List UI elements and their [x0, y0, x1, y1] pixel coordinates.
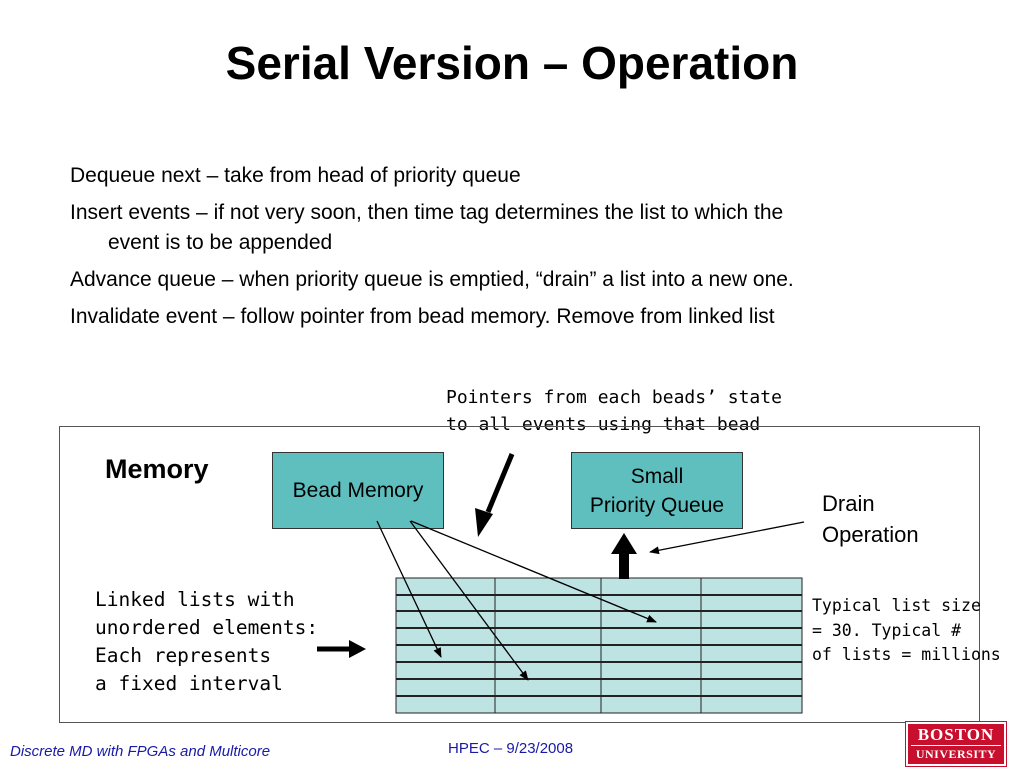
linked-line: Linked lists with	[95, 588, 295, 611]
bullet-invalidate: Invalidate event – follow pointer from b…	[70, 302, 970, 332]
bullet-text: Advance queue – when priority queue is e…	[70, 268, 794, 291]
linked-lists-arrow	[317, 640, 366, 658]
typical-line: of lists = millions	[812, 645, 1001, 664]
priority-queue-label: Priority Queue	[589, 493, 725, 517]
boston-university-logo: BOSTON UNIVERSITY	[905, 721, 1007, 767]
logo-line: BOSTON	[911, 725, 1001, 746]
typical-size-note: Typical list size = 30. Typical # of lis…	[812, 594, 1001, 668]
drain-label-arrow	[649, 521, 805, 555]
linked-lists-note: Linked lists with unordered elements: Ea…	[95, 586, 318, 698]
linked-line: Each represents	[95, 644, 272, 667]
drain-arrow	[611, 533, 637, 579]
logo-line: UNIVERSITY	[915, 747, 997, 761]
bead-memory-box: Bead Memory	[272, 452, 444, 529]
bullet-insert: Insert events – if not very soon, then t…	[70, 198, 970, 258]
drain-line: Drain	[822, 491, 875, 516]
bullet-text: Dequeue next – take from head of priorit…	[70, 164, 521, 187]
pointer-arrow	[409, 520, 529, 681]
typical-line: Typical list size	[812, 596, 981, 615]
bullet-dequeue: Dequeue next – take from head of priorit…	[70, 161, 970, 191]
bullet-text: Invalidate event – follow pointer from b…	[70, 305, 775, 328]
bullet-text: Insert events – if not very soon, then t…	[70, 201, 784, 224]
bullet-advance: Advance queue – when priority queue is e…	[70, 265, 970, 295]
priority-queue-box: Small Priority Queue	[571, 452, 743, 529]
linked-line: a fixed interval	[95, 672, 283, 695]
footer-course-title: Discrete MD with FPGAs and Multicore	[10, 743, 271, 760]
linked-list-grid	[395, 577, 803, 714]
priority-queue-label: Small	[630, 464, 684, 488]
pointer-arrow	[410, 520, 657, 623]
bead-memory-label: Bead Memory	[292, 479, 424, 502]
pointer-note-line: Pointers from each beads’ state	[446, 387, 782, 408]
pointer-arrow	[376, 520, 442, 658]
bullet-continuation: event is to be appended	[108, 231, 333, 254]
linked-line: unordered elements:	[95, 616, 319, 639]
typical-line: = 30. Typical #	[812, 620, 962, 640]
memory-label: Memory	[105, 454, 209, 484]
slide-title: Serial Version – Operation	[225, 37, 799, 89]
pointer-note-line: to all events using that bead	[446, 414, 761, 435]
drain-operation-label: Drain Operation	[822, 488, 919, 550]
drain-line: Operation	[822, 522, 919, 547]
pointer-note: Pointers from each beads’ state to all e…	[446, 384, 782, 438]
memory-frame	[59, 426, 980, 723]
footer-event-date: HPEC – 9/23/2008	[448, 740, 574, 757]
pointer-note-arrow	[475, 453, 515, 537]
